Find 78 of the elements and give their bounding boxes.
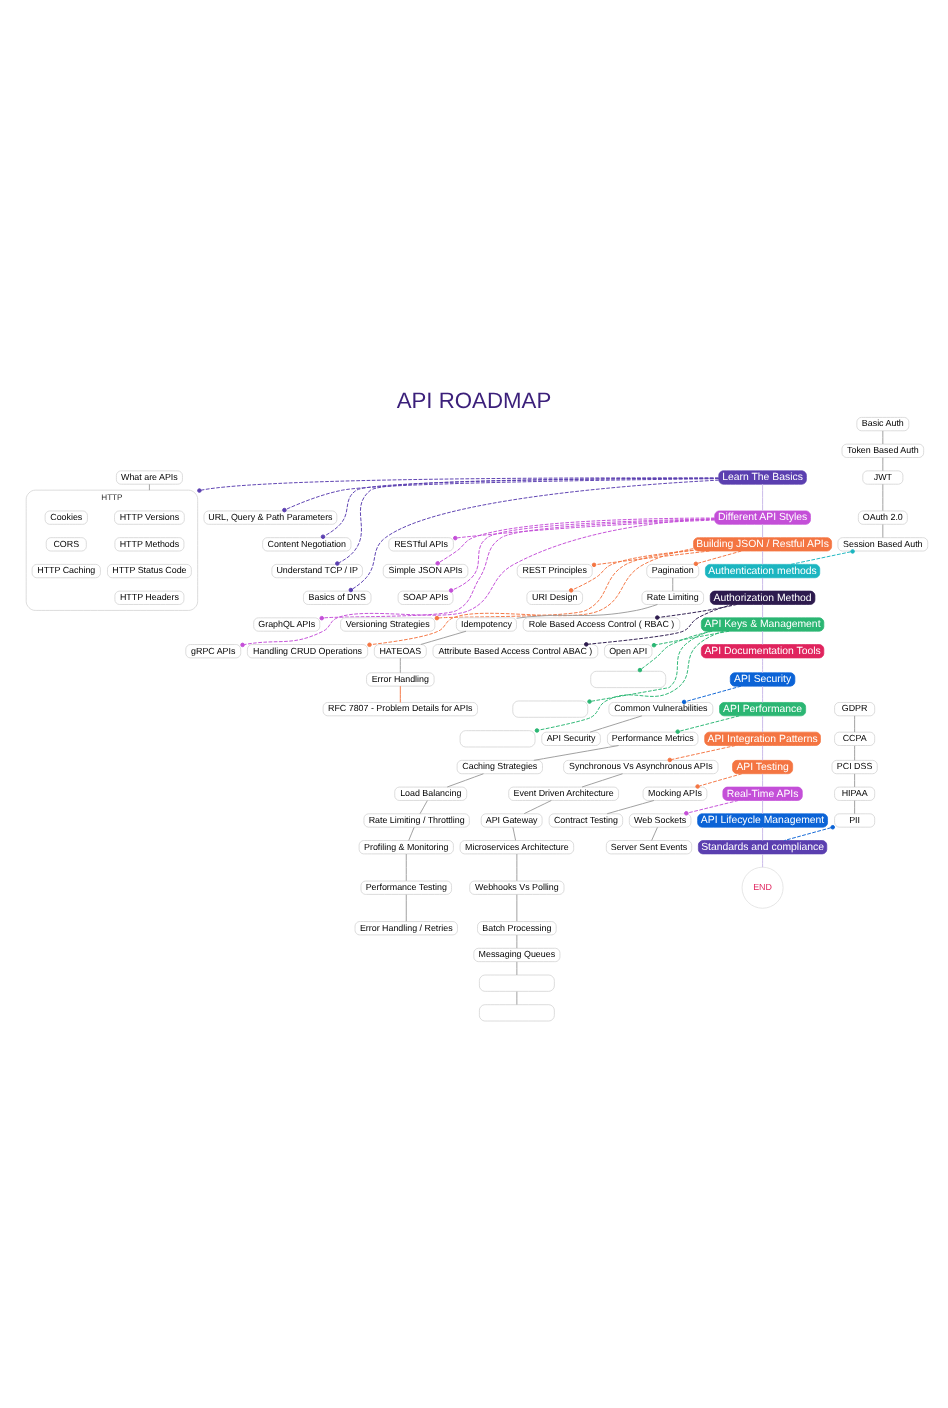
connector bbox=[637, 630, 713, 673]
connector bbox=[681, 685, 742, 705]
connector bbox=[606, 800, 655, 815]
connector bbox=[762, 745, 764, 761]
node-box bbox=[479, 1004, 555, 1022]
connector bbox=[783, 824, 835, 841]
connector bbox=[584, 604, 734, 647]
node-box bbox=[512, 700, 589, 718]
connector bbox=[367, 548, 694, 648]
connector bbox=[523, 800, 552, 815]
connector bbox=[655, 604, 738, 620]
connector bbox=[762, 524, 764, 539]
connector bbox=[762, 826, 764, 841]
connector bbox=[587, 630, 711, 704]
connector bbox=[854, 800, 856, 815]
connector bbox=[651, 630, 730, 648]
connector bbox=[319, 518, 716, 621]
connector bbox=[581, 773, 624, 788]
connector bbox=[675, 715, 740, 734]
connector bbox=[348, 479, 720, 593]
connector bbox=[533, 745, 620, 761]
connector bbox=[516, 604, 658, 619]
connector bbox=[419, 800, 428, 815]
connector bbox=[854, 745, 856, 761]
connector bbox=[516, 961, 518, 976]
connector bbox=[854, 773, 856, 788]
connector bbox=[516, 934, 518, 949]
connector bbox=[651, 826, 658, 841]
connector bbox=[399, 685, 401, 703]
node-box bbox=[459, 730, 536, 748]
connector bbox=[882, 483, 884, 512]
connector bbox=[882, 524, 884, 539]
node-box bbox=[479, 974, 555, 992]
connector bbox=[516, 853, 518, 882]
connector bbox=[762, 800, 764, 815]
connector bbox=[405, 853, 407, 882]
connector bbox=[589, 715, 643, 733]
node-box bbox=[590, 670, 667, 688]
connector bbox=[762, 550, 764, 565]
connector bbox=[534, 630, 724, 733]
connector bbox=[762, 657, 764, 674]
connector bbox=[672, 577, 674, 592]
connector bbox=[399, 657, 401, 674]
connector bbox=[790, 549, 855, 565]
connector bbox=[516, 894, 518, 922]
connector bbox=[335, 477, 720, 566]
connector bbox=[405, 894, 407, 922]
connector bbox=[693, 550, 742, 567]
connector bbox=[568, 549, 694, 593]
connector bbox=[762, 577, 764, 592]
diagram-title: API ROADMAP bbox=[396, 389, 552, 414]
connector bbox=[434, 549, 694, 621]
connector bbox=[408, 826, 415, 841]
connector bbox=[762, 483, 764, 512]
connector bbox=[435, 517, 716, 566]
connector bbox=[453, 519, 716, 541]
connector bbox=[667, 745, 736, 763]
connector bbox=[516, 991, 518, 1006]
connector bbox=[762, 715, 764, 733]
connector bbox=[882, 457, 884, 472]
connector bbox=[448, 518, 716, 593]
connector bbox=[695, 773, 743, 789]
connector bbox=[762, 773, 764, 788]
connector bbox=[240, 518, 716, 648]
connector bbox=[684, 800, 739, 816]
connector bbox=[197, 477, 720, 493]
connector bbox=[762, 685, 764, 703]
connector bbox=[591, 550, 710, 568]
connector bbox=[320, 477, 720, 539]
connector bbox=[148, 483, 150, 491]
connector bbox=[446, 773, 484, 788]
connector bbox=[854, 715, 856, 733]
connector bbox=[762, 853, 764, 868]
connector bbox=[420, 630, 467, 645]
connector bbox=[882, 430, 884, 445]
connector bbox=[762, 630, 764, 645]
connector bbox=[762, 604, 764, 619]
connector bbox=[512, 826, 517, 841]
